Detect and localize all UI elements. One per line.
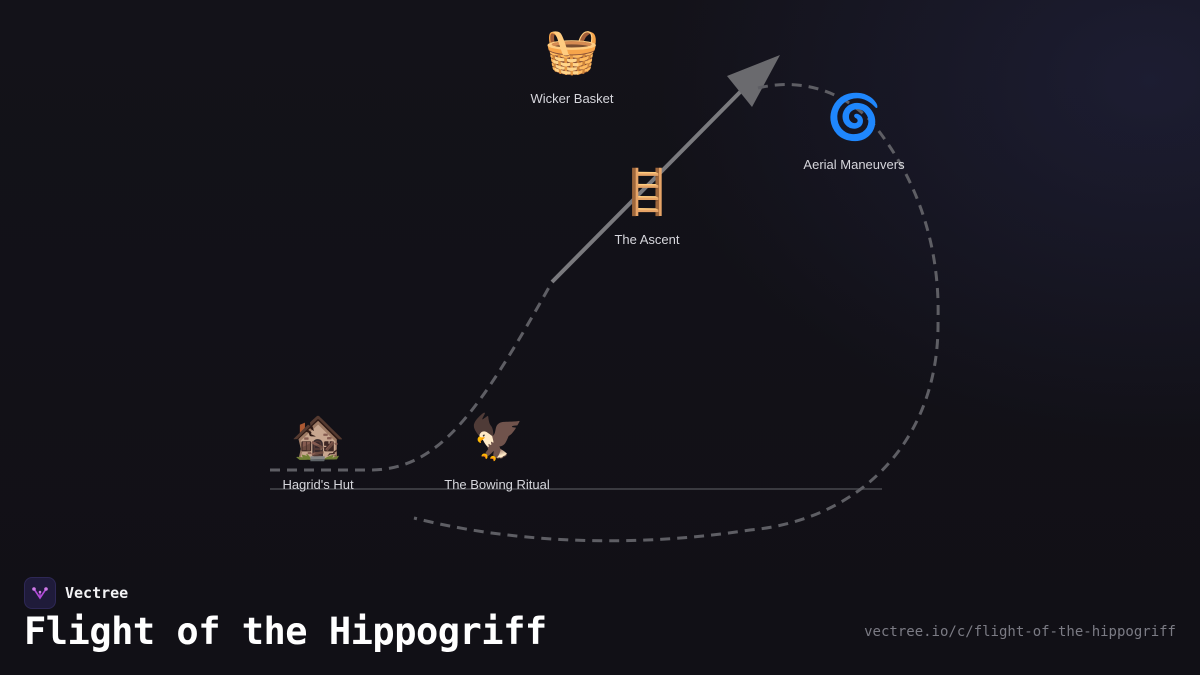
node-label: The Bowing Ritual <box>444 477 550 492</box>
node-aerial-maneuvers: 🌀 Aerial Maneuvers <box>764 92 944 173</box>
node-label: Aerial Maneuvers <box>803 157 905 172</box>
house-icon: 🏚️ <box>290 412 346 463</box>
ascent-arrowhead <box>727 55 780 107</box>
page-title: Flight of the Hippogriff <box>24 610 547 653</box>
path-aerial-loop <box>413 83 940 543</box>
node-label: Hagrid's Hut <box>282 477 354 492</box>
node-wicker-basket: 🧺 Wicker Basket <box>482 26 662 107</box>
eagle-icon: 🦅 <box>469 412 525 463</box>
node-bowing-ritual: 🦅 The Bowing Ritual <box>407 412 587 493</box>
node-label: Wicker Basket <box>530 91 614 106</box>
ladder-icon: 🪜 <box>619 167 675 218</box>
ascent-arrow-line <box>550 78 754 284</box>
node-hagrids-hut: 🏚️ Hagrid's Hut <box>228 412 408 493</box>
brand-name: Vectree <box>65 584 129 602</box>
spiral-icon: 🌀 <box>826 92 882 143</box>
node-label: The Ascent <box>614 232 680 247</box>
node-the-ascent: 🪜 The Ascent <box>557 167 737 248</box>
basket-icon: 🧺 <box>544 26 600 77</box>
share-url[interactable]: vectree.io/c/flight-of-the-hippogriff <box>864 624 1176 640</box>
vectree-logo-icon <box>24 577 56 609</box>
brand: Vectree <box>24 577 128 609</box>
